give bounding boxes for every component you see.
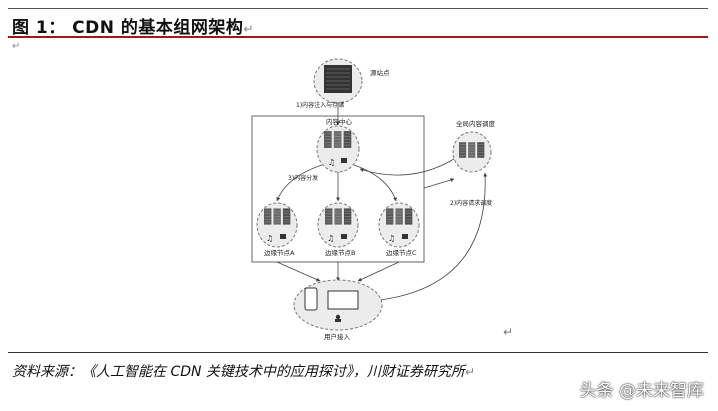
content-center-label: 内容中心 [326,117,353,126]
svg-text:♫: ♫ [328,158,335,167]
edge-a-to-user-arrow [276,261,321,282]
step3-label: 3)内容分发 [288,174,318,182]
content-center-node: ♫ [316,125,360,173]
edge-node-c-label: 边缘节点C [386,248,417,257]
source-station-node [313,58,363,104]
source-citation: 资料来源：《人工智能在 CDN 关键技术中的应用探讨》，川财证券研究所↵ [12,361,475,381]
figure-title-text: 图 1： CDN 的基本组网架构 [12,18,244,38]
user-access-node [293,279,383,331]
edge-node-b: ♫ [317,202,359,248]
paragraph-mark-icon: ↵ [243,22,254,36]
source-station-label: 源站点 [370,68,390,77]
cdn-architecture-diagram: 源站点 1)内容注入与存储 ♫ 内容中心 全局内容调度 3)内容分发 ♫ 边缘节… [251,58,496,341]
distribute-arrow-a [276,164,323,202]
paragraph-mark-icon: ↵ [464,365,475,379]
user-request-arrow [379,172,488,301]
edge-node-b-label: 边缘节点B [325,248,355,257]
paragraph-mark-icon: ↵ [12,41,21,52]
global-scheduler-label: 全局内容调度 [456,119,496,128]
source-line: 资料来源：《人工智能在 CDN 关键技术中的应用探讨》，川财证券研究所↵ [8,352,708,384]
svg-text:♫: ♫ [327,234,334,243]
edge-c-to-user-arrow [357,261,400,282]
user-access-label: 用户接入 [324,332,351,341]
watermark: 头条 @未来智库 [579,381,704,401]
scheduler-to-center-arrow [359,158,455,176]
step2-label: 2)内容请求调度 [450,199,492,207]
paragraph-mark-icon: ↵ [503,325,514,339]
edge-node-c: ♫ [378,202,420,248]
step1-label: 1)内容注入与存储 [296,101,344,109]
svg-text:♫: ♫ [388,234,395,243]
source-text: 资料来源：《人工智能在 CDN 关键技术中的应用探讨》，川财证券研究所 [12,364,465,380]
svg-text:♫: ♫ [266,234,273,243]
edge-node-a-label: 边缘节点A [264,248,295,257]
figure-title: 图 1： CDN 的基本组网架构↵ [12,13,254,38]
figure-title-bar: 图 1： CDN 的基本组网架构↵ [8,8,708,38]
distribute-arrow-c [353,164,397,202]
box-to-scheduler-arrow [423,178,455,189]
edge-node-a: ♫ [256,202,298,248]
global-scheduler-node [452,131,492,173]
